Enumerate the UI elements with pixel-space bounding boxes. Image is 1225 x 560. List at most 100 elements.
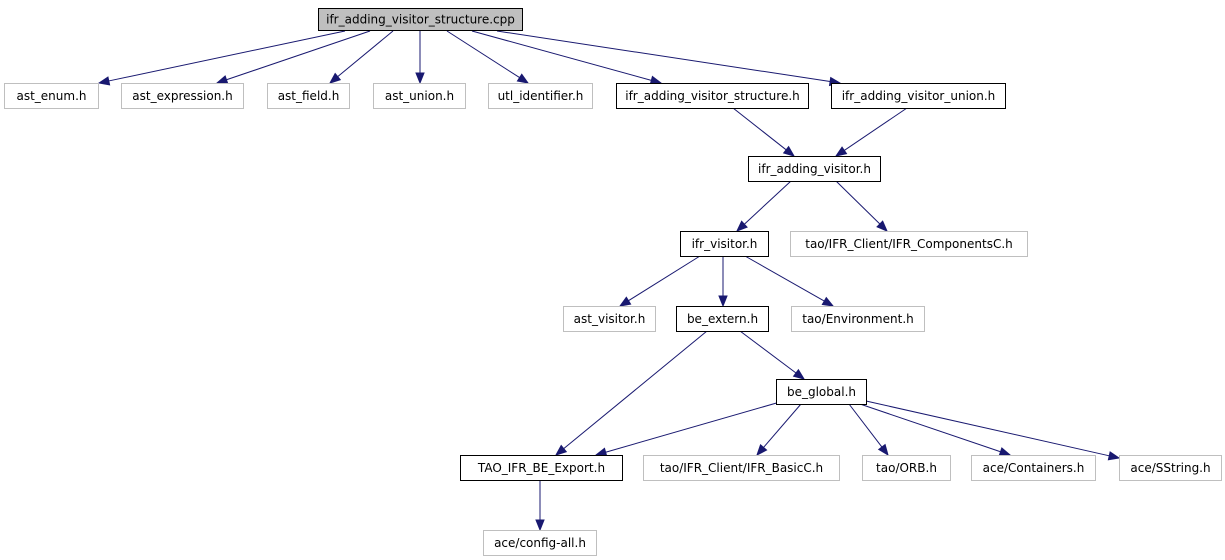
node-box [791,306,925,332]
node-box [616,83,809,109]
node-label: tao/Environment.h [802,312,914,326]
node-box [563,306,656,332]
node-ast-expression: ast_expression.h [121,83,244,109]
node-box [862,455,951,481]
node-ace-containers: ace/Containers.h [971,455,1096,481]
node-label: ifr_visitor.h [692,237,758,251]
node-label: ifr_adding_visitor_structure.cpp [326,13,515,27]
node-box [790,231,1028,257]
node-box [676,306,769,332]
node-label: ace/SString.h [1130,461,1210,475]
edge-line [859,403,1001,453]
node-box [776,379,867,405]
node-box [460,455,623,481]
node-label: tao/IFR_Client/IFR_BasicC.h [660,461,823,475]
node-label: tao/IFR_Client/IFR_ComponentsC.h [805,237,1013,251]
edge-be_global-to-ace_sstring [865,400,1121,461]
arrowhead-icon [328,72,342,84]
edge-line [739,330,797,374]
edge-be_global-to-ifr_basicc [756,403,802,457]
node-label: ast_field.h [278,89,340,103]
edge-line [226,30,371,81]
node-label: ast_expression.h [132,89,232,103]
edge-line [835,180,881,225]
node-label: ace/Containers.h [983,461,1085,475]
edge-line [563,330,708,450]
arrowhead-icon [876,220,888,232]
node-box [971,455,1096,481]
edge-line [496,30,831,82]
node-ast-union: ast_union.h [373,83,466,109]
node-ifr-av[interactable]: ifr_adding_visitor.h [748,156,881,182]
edge-line [743,180,792,225]
node-box [748,156,881,182]
node-ace-config-all: ace/config-all.h [483,530,597,556]
node-box [318,8,523,31]
arrowhead-icon [736,220,748,232]
node-ast-field: ast_field.h [267,83,350,109]
arrowhead-icon [516,73,530,84]
node-label: ace/config-all.h [494,536,586,550]
node-box [1119,455,1222,481]
node-utl-identifier: utl_identifier.h [488,83,593,109]
arrowhead-icon [821,296,835,307]
edge-ifr_visitor-to-be_extern [718,256,728,308]
node-be-global[interactable]: be_global.h [776,379,867,405]
edge-line [732,107,787,151]
edge-line [844,107,908,151]
edge-line [848,403,883,448]
arrowhead-icon [554,444,568,456]
arrowhead-icon [834,146,848,157]
node-tao-environment: tao/Environment.h [791,306,925,332]
edge-line [605,401,781,453]
node-box [121,83,244,109]
node-box [4,83,99,109]
edge-root-to-ast_expression [215,30,371,85]
arrowhead-icon [782,145,796,157]
node-ifr-av-structure[interactable]: ifr_adding_visitor_structure.h [616,83,809,109]
node-box [831,83,1006,109]
node-root[interactable]: ifr_adding_visitor_structure.cpp [318,8,523,31]
arrowhead-icon [998,447,1012,457]
arrowhead-icon [718,295,728,308]
edge-line [744,255,825,302]
edge-line [108,30,346,82]
edge-ifr_av_union-to-ifr_av [834,107,908,157]
node-ast-enum: ast_enum.h [4,83,99,109]
node-label: ifr_adding_visitor.h [758,162,871,176]
node-ifr-basicc: tao/IFR_Client/IFR_BasicC.h [643,455,840,481]
arrowhead-icon [756,443,768,457]
arrowhead-icon [1107,451,1121,461]
arrowhead-icon [415,72,425,85]
edge-line [763,403,802,448]
edge-root-to-ifr_av_union [496,30,842,87]
edge-root-to-ast_field [328,30,394,84]
node-ace-sstring: ace/SString.h [1119,455,1222,481]
nodes-layer: ifr_adding_visitor_structure.cpp ast_enum… [4,8,1222,556]
node-tao-ifr-be-export[interactable]: TAO_IFR_BE_Export.h [460,455,623,481]
node-ifr-av-union[interactable]: ifr_adding_visitor_union.h [831,83,1006,109]
edges-layer [97,30,1121,532]
edge-be_extern-to-tao_ifr_be_export [554,330,708,456]
node-ifr-visitor[interactable]: ifr_visitor.h [680,231,769,257]
edge-ifr_av-to-ifr_visitor [736,180,792,232]
node-box [267,83,350,109]
edge-line [471,30,652,81]
arrowhead-icon [792,368,806,380]
node-label: be_extern.h [687,312,758,326]
node-label: ast_enum.h [16,89,86,103]
node-box [643,455,840,481]
edge-tao_ifr_be_export-to-ace_config_all [535,480,545,532]
edge-root-to-ast_union [415,31,425,85]
node-label: ast_visitor.h [574,312,646,326]
node-tao-orb: tao/ORB.h [862,455,951,481]
node-box [483,530,597,556]
edge-be_global-to-tao_orb [848,403,889,457]
node-label: ifr_adding_visitor_structure.h [625,89,800,103]
edge-be_global-to-tao_ifr_be_export [594,401,781,457]
node-ast-visitor: ast_visitor.h [563,306,656,332]
node-label: TAO_IFR_BE_Export.h [477,461,605,475]
arrowhead-icon [215,75,229,85]
node-label: tao/ORB.h [876,461,937,475]
node-be-extern[interactable]: be_extern.h [676,306,769,332]
